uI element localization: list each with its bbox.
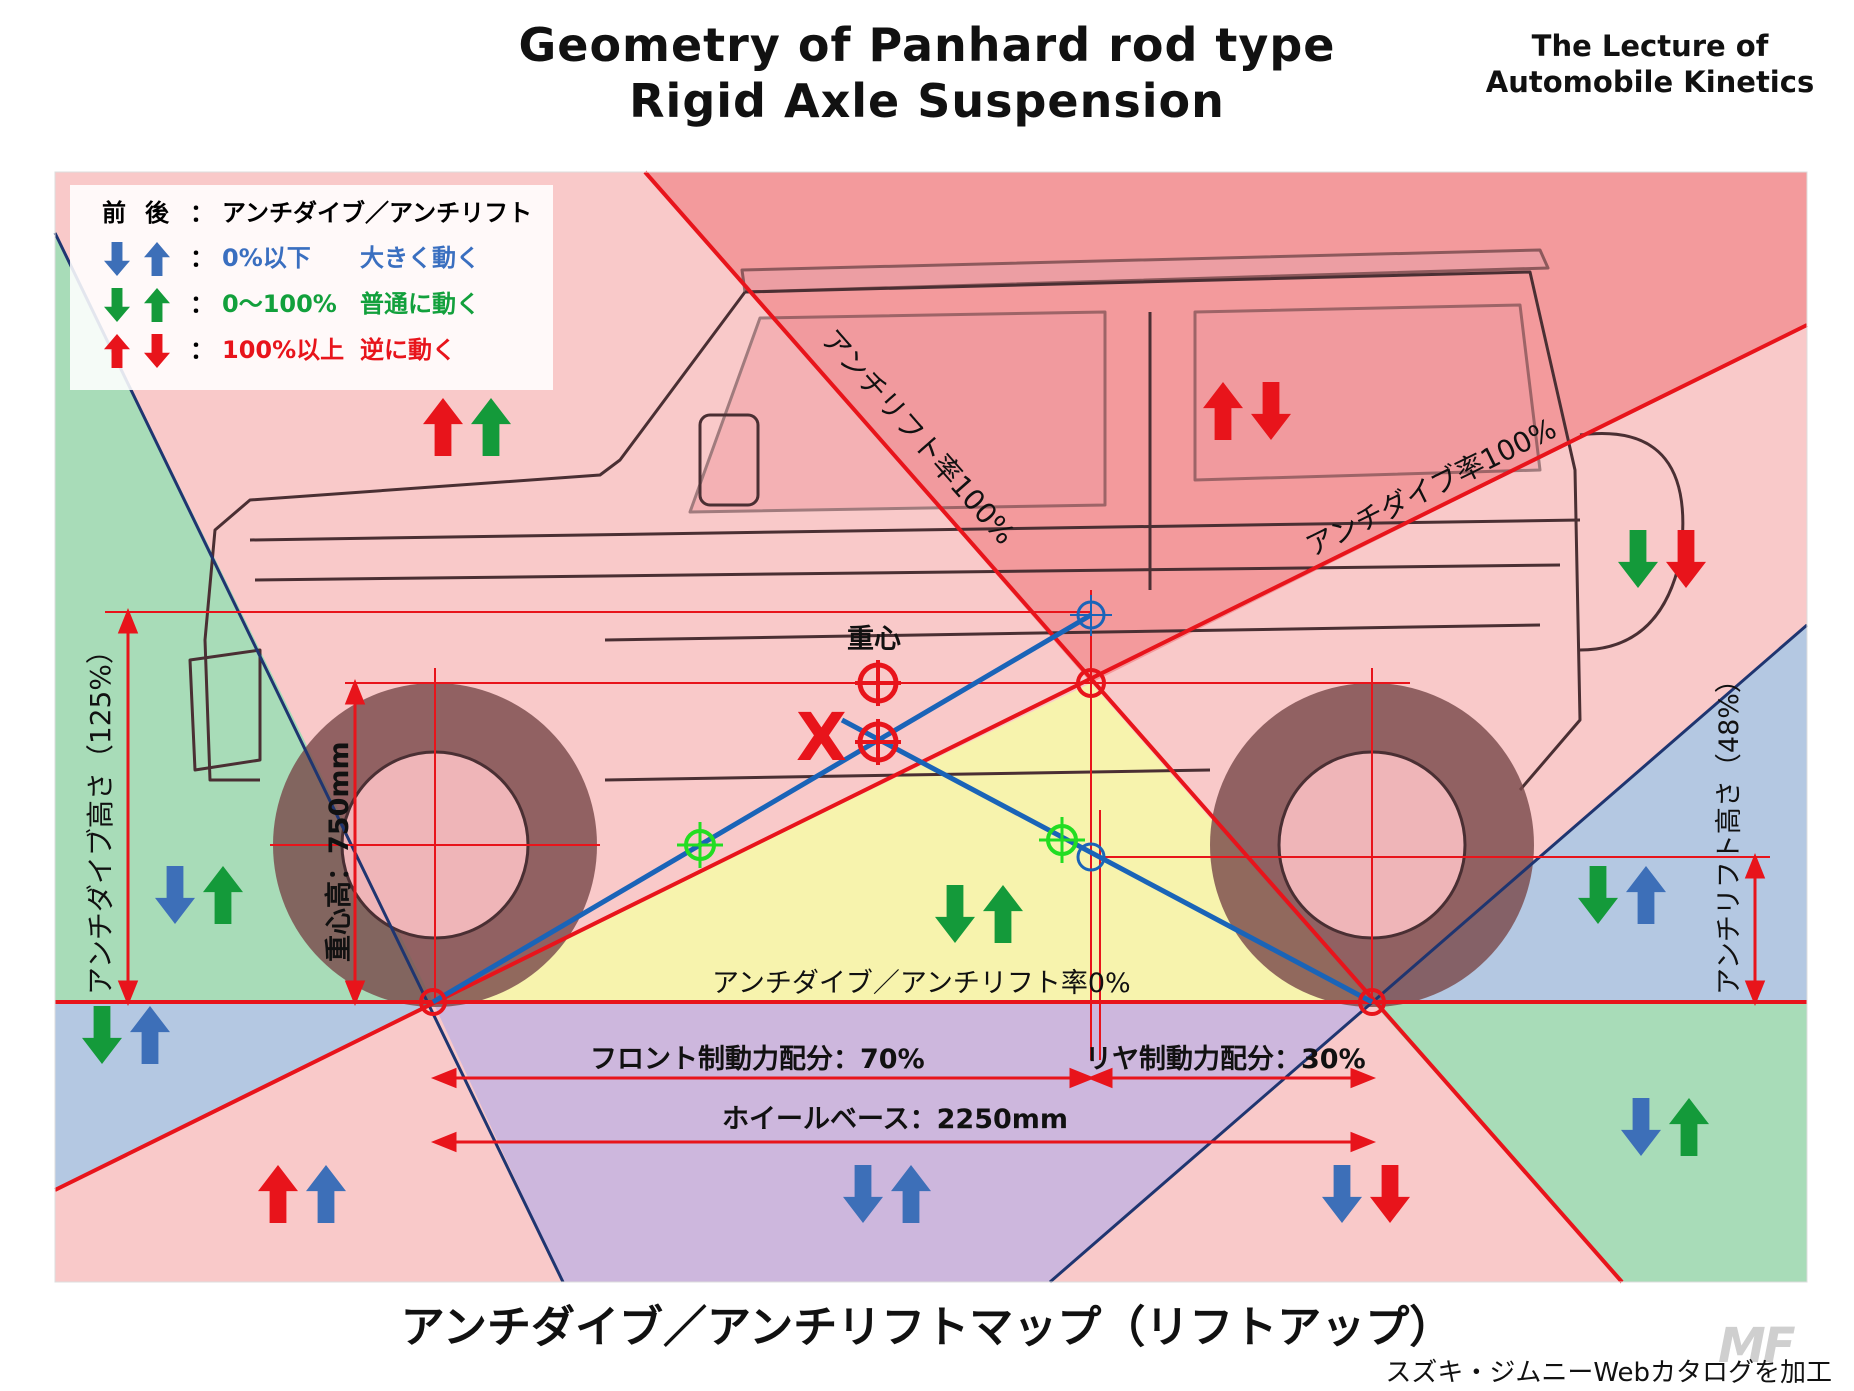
legend-row-3-rear-arrow-icon bbox=[144, 334, 170, 368]
center-yellow-zone-rear-arrow-icon bbox=[983, 885, 1023, 943]
legend-row-3-range: 100%以上 bbox=[222, 336, 345, 364]
right-upper-zone-arrows bbox=[1618, 530, 1706, 588]
lecture-line-2: Automobile Kinetics bbox=[1485, 65, 1815, 99]
legend-row-2: ： 0～100% 普通に動く bbox=[70, 284, 553, 324]
legend-header-rear: 後 bbox=[145, 199, 169, 227]
legend-arrows-1 bbox=[104, 288, 170, 322]
upper-right-zone-rear-arrow-icon bbox=[1251, 382, 1291, 440]
legend-row-1-range: 0%以下 bbox=[222, 244, 311, 272]
upper-left-zone-arrows bbox=[423, 398, 511, 456]
anti-dive-100-line bbox=[54, 323, 1808, 1192]
x-mark-label: X bbox=[796, 699, 847, 776]
center-yellow-zone-arrows bbox=[935, 885, 1023, 943]
right-upper-zone-rear-arrow-icon bbox=[1666, 530, 1706, 588]
bottom-title: アンチダイブ／アンチリフトマップ（リフトアップ） bbox=[400, 1302, 1454, 1353]
lower-center-zone-arrows bbox=[843, 1165, 931, 1223]
zone-arrows bbox=[82, 382, 1709, 1223]
anti-dive-height-label: アンチダイブ高さ（125%） bbox=[84, 636, 117, 995]
instant-center-markers bbox=[419, 595, 1386, 1016]
legend-arrows-0 bbox=[104, 242, 170, 276]
legend-row-3-front-arrow-icon bbox=[104, 334, 130, 368]
cg-label: 重心 bbox=[847, 624, 901, 655]
cg-height-label: 重心高：750mm bbox=[323, 741, 355, 962]
right-blue-zone-front-arrow-icon bbox=[1578, 866, 1618, 924]
boundary-line-right bbox=[1049, 623, 1808, 1284]
left-blue-zone-rear-arrow-icon bbox=[130, 1006, 170, 1064]
map-frame bbox=[54, 171, 1808, 1283]
front-contact-marker bbox=[419, 988, 447, 1016]
legend-row-1-colon: ： bbox=[190, 244, 214, 272]
legend-header-front: 前 bbox=[102, 199, 126, 227]
legend-row-2-colon: ： bbox=[190, 290, 214, 318]
right-blue-zone-rear-arrow-icon bbox=[1626, 866, 1666, 924]
legend-row-2-front-arrow-icon bbox=[104, 288, 130, 322]
rear-brake-label: リヤ制動力配分：30% bbox=[1085, 1044, 1366, 1075]
title-line-2: Rigid Axle Suspension bbox=[629, 74, 1225, 128]
watermark-logo: MF bbox=[1718, 1318, 1796, 1374]
left-blue-zone-arrows bbox=[82, 1006, 170, 1064]
zone-green-lower-right bbox=[1372, 1002, 1807, 1282]
legend-row-2-range: 0～100% bbox=[222, 290, 337, 318]
source-credit: スズキ・ジムニーWebカタログを加工 bbox=[1385, 1358, 1832, 1388]
legend-row-2-meaning: 普通に動く bbox=[360, 290, 480, 318]
construction-lines bbox=[54, 170, 1808, 1284]
front-brake-label: フロント制動力配分：70% bbox=[590, 1044, 925, 1075]
lower-right-zone-arrows bbox=[1322, 1165, 1410, 1223]
legend-row-1-meaning: 大きく動く bbox=[360, 244, 480, 272]
legend-row-3-meaning: 逆に動く bbox=[360, 336, 456, 364]
anti-lift-height-label: アンチリフト高さ（48%） bbox=[1714, 666, 1745, 995]
legend-arrows-2 bbox=[104, 334, 170, 368]
lecture-line-1: The Lecture of bbox=[1531, 29, 1769, 63]
right-green-zone-front-arrow-icon bbox=[1621, 1098, 1661, 1156]
left-green-zone-arrows bbox=[155, 866, 243, 924]
right-blue-zone-arrows bbox=[1578, 866, 1666, 924]
lower-blue-marker bbox=[1076, 842, 1106, 872]
legend-row-1-rear-arrow-icon bbox=[144, 242, 170, 276]
zero-line-label: アンチダイブ／アンチリフト率0% bbox=[712, 968, 1131, 999]
zone-yellow-center bbox=[433, 683, 1372, 1002]
legend-header-colon: ： bbox=[190, 199, 214, 227]
lower-right-zone-front-arrow-icon bbox=[1322, 1165, 1362, 1223]
left-blue-zone-front-arrow-icon bbox=[82, 1006, 122, 1064]
lower-left-zone-arrows bbox=[258, 1165, 346, 1223]
title-line-1: Geometry of Panhard rod type bbox=[518, 18, 1336, 72]
legend-row-1: ： 0%以下 大きく動く bbox=[70, 238, 553, 278]
dimension-arrows bbox=[117, 607, 1766, 1153]
left-green-zone-rear-arrow-icon bbox=[203, 866, 243, 924]
lower-left-zone-rear-arrow-icon bbox=[306, 1165, 346, 1223]
legend-box: 前 後 ： アンチダイブ／アンチリフト ： 0%以下 大きく動く ： 0～100… bbox=[70, 185, 553, 390]
legend-header-label: アンチダイブ／アンチリフト bbox=[222, 199, 533, 227]
lower-center-zone-front-arrow-icon bbox=[843, 1165, 883, 1223]
link-lines bbox=[431, 612, 1374, 1005]
legend-row-3: ： 100%以上 逆に動く bbox=[70, 330, 553, 370]
right-green-zone-arrows bbox=[1621, 1098, 1709, 1156]
legend-row-1-front-arrow-icon bbox=[104, 242, 130, 276]
right-green-zone-rear-arrow-icon bbox=[1669, 1098, 1709, 1156]
upper-right-zone-arrows bbox=[1203, 382, 1291, 440]
vehicle-outline bbox=[188, 248, 1685, 791]
center-yellow-zone-front-arrow-icon bbox=[935, 885, 975, 943]
anti-lift-100-line bbox=[643, 170, 1624, 1284]
wheelbase-label: ホイールベース：2250mm bbox=[722, 1104, 1068, 1135]
lower-left-zone-front-arrow-icon bbox=[258, 1165, 298, 1223]
upper-left-zone-front-arrow-icon bbox=[423, 398, 463, 456]
intersection-marker bbox=[1076, 668, 1106, 698]
legend-row-3-colon: ： bbox=[190, 336, 214, 364]
upper-right-zone-front-arrow-icon bbox=[1203, 382, 1243, 440]
upper-left-zone-rear-arrow-icon bbox=[471, 398, 511, 456]
lower-right-zone-rear-arrow-icon bbox=[1370, 1165, 1410, 1223]
boundary-line-left bbox=[53, 232, 565, 1283]
right-upper-zone-front-arrow-icon bbox=[1618, 530, 1658, 588]
legend-row-2-rear-arrow-icon bbox=[144, 288, 170, 322]
rear-contact-marker bbox=[1358, 988, 1386, 1016]
left-green-zone-front-arrow-icon bbox=[155, 866, 195, 924]
lower-center-zone-rear-arrow-icon bbox=[891, 1165, 931, 1223]
lecture-caption: The Lecture of Automobile Kinetics bbox=[1450, 28, 1850, 100]
